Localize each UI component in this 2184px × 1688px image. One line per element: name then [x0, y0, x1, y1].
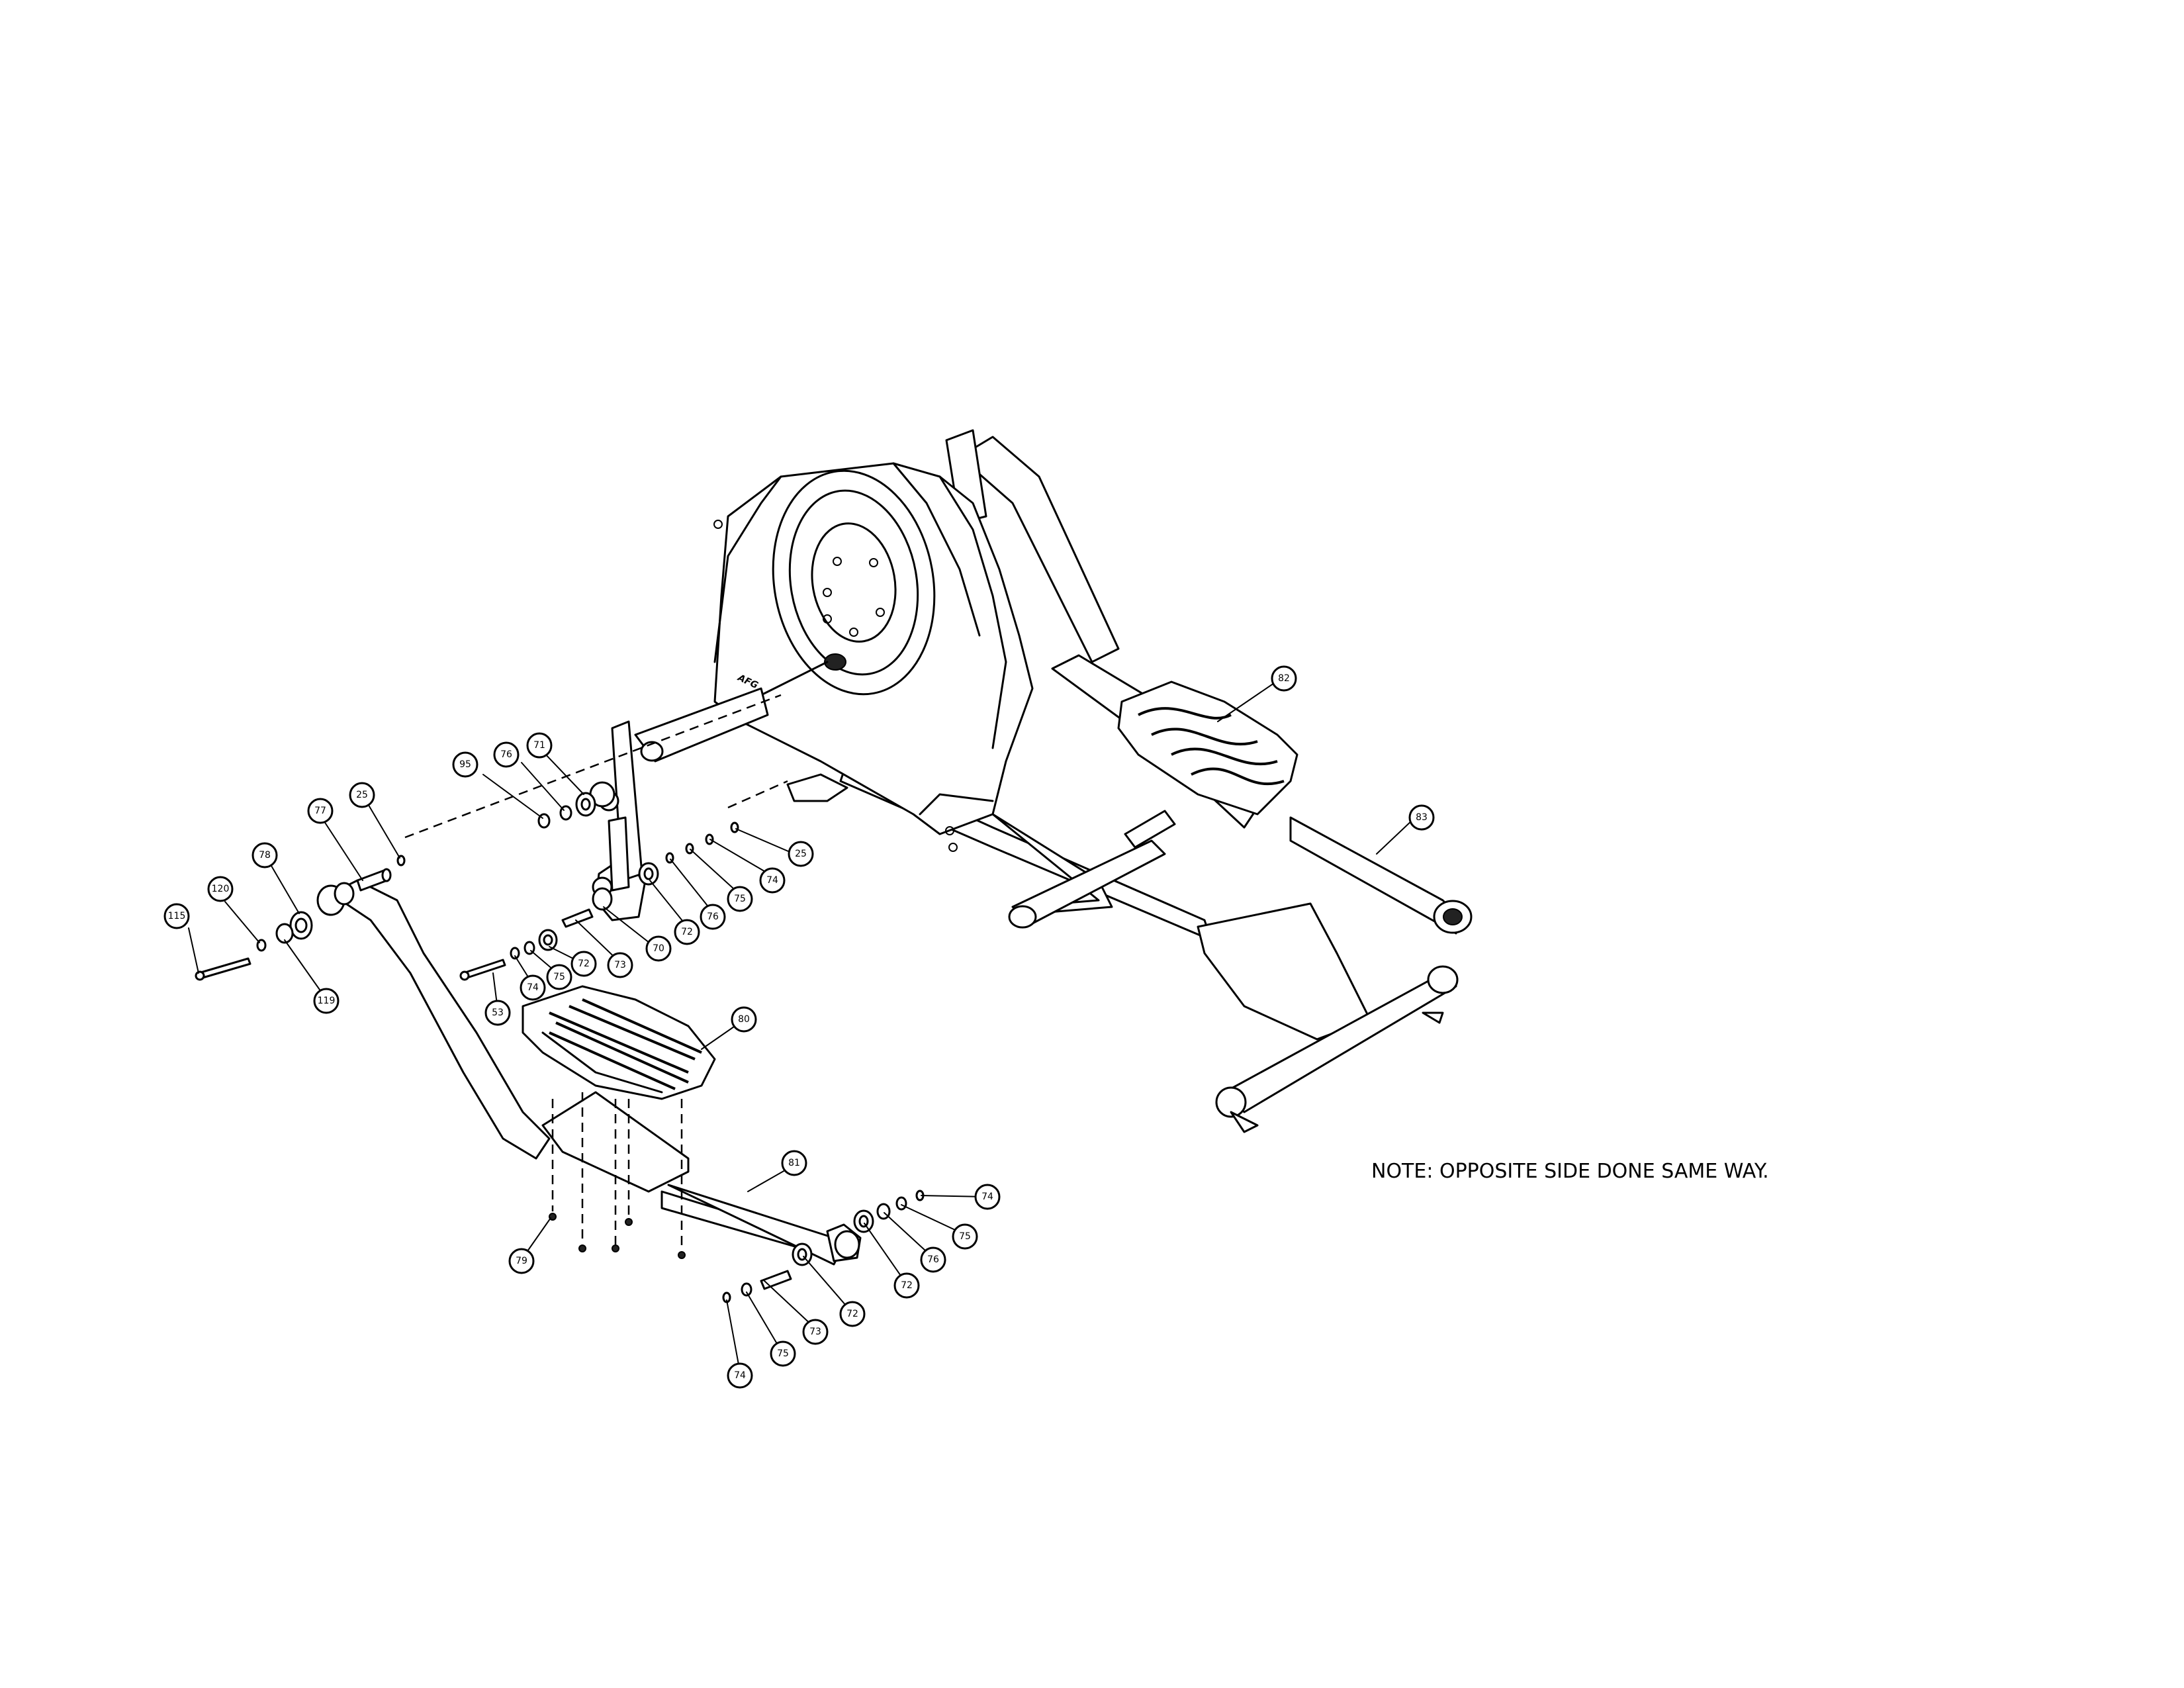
callout-95: 95 [452, 751, 478, 778]
callout-72-b: 72 [570, 951, 597, 977]
callout-bubbles: 115 120 78 119 77 25 95 76 71 25 74 75 7… [163, 665, 1435, 1389]
callout-74-a: 74 [759, 867, 786, 894]
svg-text:73: 73 [614, 960, 626, 970]
callout-82: 82 [1271, 665, 1297, 692]
svg-text:25: 25 [356, 790, 368, 800]
callout-78: 78 [251, 842, 278, 868]
callout-76-c: 76 [920, 1246, 946, 1273]
svg-text:75: 75 [959, 1231, 971, 1242]
svg-text:72: 72 [901, 1280, 913, 1291]
callout-79: 79 [508, 1248, 535, 1274]
svg-text:70: 70 [653, 943, 664, 954]
svg-text:77: 77 [314, 806, 326, 816]
left-pedal [522, 985, 716, 1193]
svg-text:79: 79 [516, 1256, 527, 1266]
svg-text:74: 74 [766, 875, 778, 886]
svg-text:74: 74 [734, 1370, 746, 1381]
svg-text:71: 71 [533, 740, 545, 751]
svg-text:72: 72 [846, 1309, 858, 1319]
callout-72-a: 72 [674, 919, 700, 945]
callout-72-d: 72 [839, 1301, 866, 1327]
svg-text:76: 76 [927, 1254, 939, 1265]
svg-text:81: 81 [788, 1158, 800, 1168]
callout-74-b: 74 [520, 974, 546, 1001]
svg-text:120: 120 [212, 884, 230, 894]
svg-text:83: 83 [1416, 812, 1428, 823]
svg-text:73: 73 [809, 1327, 821, 1337]
machine-frame: AFG [634, 429, 1473, 1133]
assembly-note: NOTE: OPPOSITE SIDE DONE SAME WAY. [1371, 1160, 1769, 1183]
svg-text:72: 72 [578, 959, 590, 969]
svg-text:80: 80 [738, 1014, 750, 1025]
hardware [195, 792, 925, 1303]
svg-text:76: 76 [707, 912, 719, 922]
svg-text:75: 75 [553, 972, 565, 982]
svg-text:115: 115 [168, 911, 186, 921]
assembly-guides [404, 694, 788, 1251]
svg-text:95: 95 [459, 759, 471, 770]
callout-120: 120 [207, 876, 234, 902]
callout-119: 119 [313, 988, 340, 1014]
svg-text:76: 76 [500, 749, 512, 760]
callout-71: 71 [526, 732, 553, 759]
svg-text:53: 53 [492, 1008, 504, 1018]
callout-53: 53 [484, 1000, 511, 1026]
callout-74-d: 74 [727, 1362, 753, 1389]
right-pedal [1117, 680, 1298, 816]
callout-75-c: 75 [952, 1223, 978, 1250]
callout-25-right: 25 [788, 841, 814, 867]
svg-text:74: 74 [981, 1192, 993, 1202]
callout-76-upper: 76 [493, 741, 520, 768]
svg-text:75: 75 [734, 894, 746, 904]
svg-text:82: 82 [1278, 673, 1290, 684]
callout-72-c: 72 [893, 1272, 920, 1299]
callout-76-a: 76 [700, 904, 726, 930]
callout-75-a: 75 [727, 886, 753, 912]
callout-73-a: 73 [607, 952, 633, 978]
callout-75-d: 75 [770, 1340, 796, 1367]
callout-115: 115 [163, 903, 190, 929]
callout-25-left: 25 [349, 782, 375, 808]
callout-75-b: 75 [546, 964, 572, 990]
svg-text:78: 78 [259, 850, 271, 861]
callout-80: 80 [731, 1006, 757, 1033]
svg-text:119: 119 [318, 996, 336, 1006]
callout-74-c: 74 [974, 1184, 1001, 1210]
callout-73-b: 73 [802, 1319, 829, 1345]
callout-83: 83 [1408, 804, 1435, 831]
svg-text:75: 75 [777, 1348, 789, 1359]
callout-81: 81 [781, 1150, 807, 1176]
callout-77: 77 [307, 798, 334, 824]
svg-text:25: 25 [795, 849, 807, 859]
callout-70: 70 [645, 935, 672, 962]
svg-text:72: 72 [681, 927, 693, 937]
svg-text:74: 74 [527, 982, 539, 993]
